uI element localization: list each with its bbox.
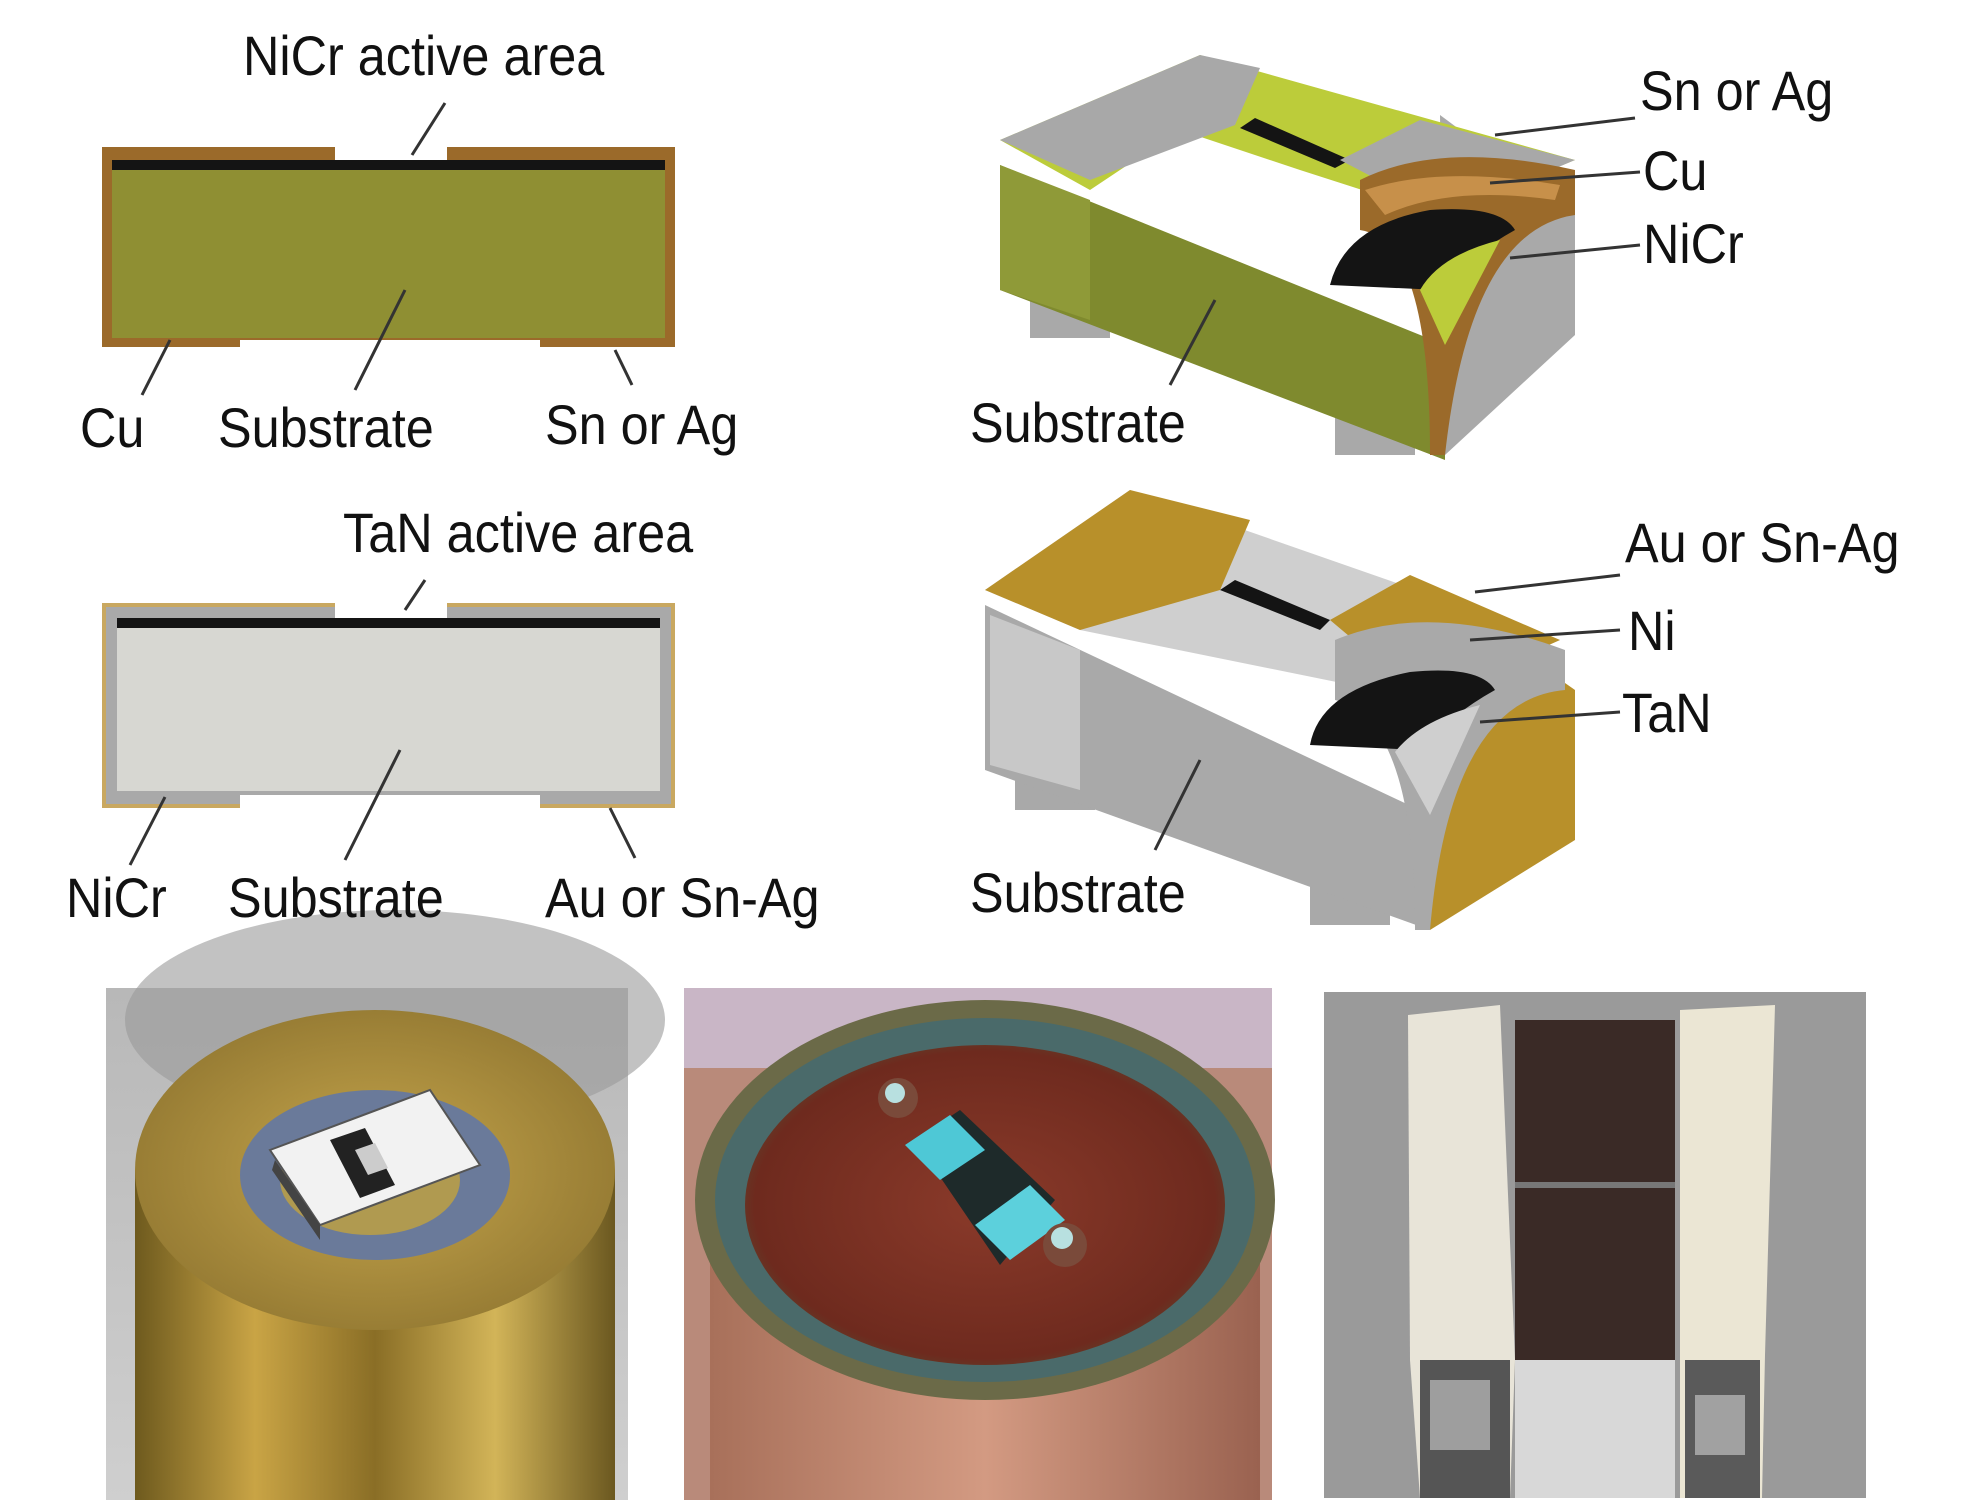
leader-3d-au-snag [1474, 573, 1621, 594]
nicr-3d-electrode-left [1000, 55, 1260, 180]
tan-active-area-title: TaN active area [343, 501, 694, 564]
tan-3d-front-light [990, 615, 1080, 790]
leader-tan-active [403, 579, 427, 611]
nicr-active-area-title: NiCr active area [243, 24, 605, 87]
tan-cross-section [102, 579, 675, 866]
leader-3d-tan [1479, 710, 1621, 724]
nicr-3d-film [1240, 118, 1350, 168]
nicr-top-gap [335, 140, 447, 160]
nicr-3d-copper-highlight [1365, 176, 1560, 215]
tan-3d-front-face [985, 605, 1430, 930]
label-3d-substrate-1: Substrate [970, 391, 1186, 454]
tan-substrate-body [117, 628, 660, 791]
label-3d-substrate-2: Substrate [970, 861, 1186, 924]
nicr-cross-section [102, 102, 675, 396]
leader-au-snag-1 [608, 807, 637, 859]
nicr-3d-inner-yellow [1420, 240, 1500, 345]
tan-3d-inner-gray [1395, 705, 1480, 815]
leader-3d-substrate-1 [1168, 299, 1217, 386]
label-substrate-1: Substrate [218, 396, 434, 459]
leader-nicr-active [410, 102, 447, 156]
tan-3d-black-well [1310, 670, 1495, 750]
nicr-bottom-gap [240, 340, 540, 354]
leader-sn-ag-1 [613, 349, 634, 386]
tan-3d-film [1220, 580, 1330, 630]
brass-cylinder-chip-photo [106, 910, 665, 1500]
tan-3d-electrode-left [985, 490, 1250, 630]
label-3d-au-or-sn-ag: Au or Sn-Ag [1625, 511, 1900, 574]
tan-film-layer [117, 618, 660, 628]
label-3d-ni: Ni [1628, 599, 1676, 662]
leader-nicr-2 [128, 796, 167, 866]
tan-3d-chip [985, 490, 1621, 930]
degraded-film-micrograph-photo [1324, 992, 1866, 1498]
label-substrate-3: Substrate [228, 866, 444, 929]
leader-substrate-1 [353, 289, 407, 391]
label-3d-sn-or-ag: Sn or Ag [1640, 59, 1834, 122]
nicr-3d-front-shade [1000, 165, 1090, 320]
leader-3d-substrate-2 [1153, 759, 1202, 851]
leader-cu [140, 339, 172, 396]
leader-3d-ni [1469, 628, 1621, 642]
leader-3d-nicr [1509, 243, 1641, 260]
tan-top-gap [335, 596, 447, 618]
leader-3d-sn-ag [1494, 116, 1636, 137]
label-sn-or-ag-1: Sn or Ag [545, 393, 739, 456]
cyan-pad-2 [975, 1185, 1065, 1260]
nicr-3d-chip [1000, 55, 1641, 460]
nicr-3d-front-face [1000, 165, 1445, 460]
label-cu: Cu [80, 396, 145, 459]
label-3d-cu: Cu [1643, 139, 1708, 202]
nicr-3d-black-well [1330, 209, 1515, 290]
label-3d-tan: TaN [1622, 681, 1712, 744]
copper-mount-chip-photo [684, 988, 1275, 1500]
tan-bottom-gap [240, 795, 540, 811]
leader-3d-cu [1489, 170, 1641, 185]
label-3d-nicr: NiCr [1643, 212, 1744, 275]
nicr-substrate-body [112, 170, 665, 338]
nicr-film-layer [112, 160, 665, 170]
label-nicr-2: NiCr [66, 866, 167, 929]
cyan-pad-1 [905, 1115, 985, 1180]
leader-substrate-3 [343, 749, 402, 861]
label-au-or-sn-ag-1: Au or Sn-Ag [545, 866, 820, 929]
